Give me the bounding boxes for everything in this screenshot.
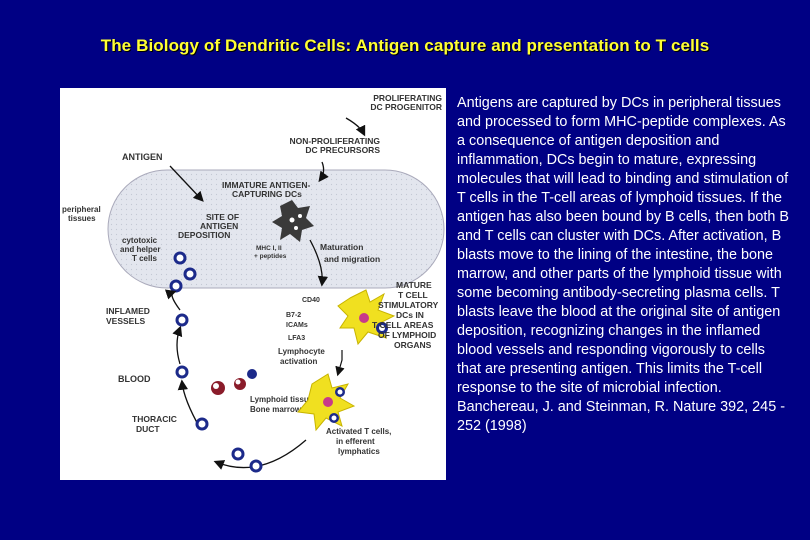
label-activated-3: lymphatics [338, 447, 380, 456]
label-mhc-2: + peptides [254, 253, 287, 260]
label-cd40: CD40 [302, 297, 320, 304]
label-mature-6: OF LYMPHOID [378, 330, 436, 340]
diagram-svg: PROLIFERATING DC PROGENITOR NON-PROLIFER… [62, 93, 445, 473]
label-cytotoxic-1: cytotoxic [122, 236, 158, 245]
label-lymphoid-2: Bone marrow [250, 405, 302, 414]
immature-dc-dot-3 [294, 226, 298, 230]
label-site-1: SITE OF [206, 212, 239, 222]
label-thoracic-1: THORACIC [132, 414, 177, 424]
label-lymphoid-1: Lymphoid tissue [250, 395, 314, 404]
label-mature-4: DCs IN [396, 310, 424, 320]
label-icams: ICAMs [286, 322, 308, 329]
label-immature-1: IMMATURE ANTIGEN- [222, 180, 310, 190]
arrow-activation [335, 350, 345, 377]
label-inflamed-1: INFLAMED [106, 306, 150, 316]
label-inflamed-2: VESSELS [106, 316, 146, 326]
label-activated-2: in efferent [336, 437, 375, 446]
description-text: Antigens are captured by DCs in peripher… [457, 95, 790, 434]
label-lymph-act-2: activation [280, 357, 317, 366]
dendritic-cell-diagram: PROLIFERATING DC PROGENITOR NON-PROLIFER… [60, 88, 446, 480]
label-mhc-1: MHC I, II [256, 245, 282, 252]
arrow-maturation [309, 239, 329, 287]
label-blood: BLOOD [118, 374, 151, 384]
label-nonproliferating-1: NON-PROLIFERATING [289, 136, 380, 146]
peripheral-tissue-band [107, 169, 445, 289]
label-cytotoxic-2: and helper [120, 245, 160, 254]
label-site-2: ANTIGEN [200, 221, 238, 231]
label-proliferating-2: DC PROGENITOR [370, 102, 442, 112]
label-mature-1: MATURE [396, 280, 432, 290]
label-mature-3: STIMULATORY [378, 300, 439, 310]
arrow-vessels-tissue [164, 289, 181, 311]
label-peripheral-2: tissues [68, 214, 96, 223]
label-peripheral-1: peripheral [62, 205, 101, 214]
slide-title: The Biology of Dendritic Cells: Antigen … [100, 36, 710, 55]
mature-dc-nucleus [359, 313, 369, 323]
arrow-blood-vessels [172, 325, 183, 365]
label-thoracic-2: DUCT [136, 424, 160, 434]
label-nonproliferating-2: DC PRECURSORS [305, 145, 380, 155]
tissue-t-cells [169, 251, 197, 293]
label-mature-7: ORGANS [394, 340, 432, 350]
b-cells [211, 369, 257, 395]
label-lymph-act-1: Lymphocyte [278, 347, 325, 356]
label-b72: B7-2 [286, 312, 301, 319]
label-maturation-2: and migration [324, 254, 380, 264]
label-immature-2: CAPTURING DCs [232, 189, 302, 199]
lymphoid-dc-nucleus [323, 397, 333, 407]
arrow-antigen [169, 165, 204, 202]
label-maturation-1: Maturation [320, 242, 363, 252]
label-antigen: ANTIGEN [122, 152, 163, 162]
label-mature-2: T CELL [398, 290, 428, 300]
label-mature-5: T CELL AREAS [372, 320, 434, 330]
label-site-3: DEPOSITION [178, 230, 230, 240]
arrow-progenitor [345, 117, 366, 137]
arrow-precursors [318, 161, 329, 183]
label-activated-1: Activated T cells, [326, 427, 391, 436]
immature-dc-dot-2 [298, 214, 302, 218]
circulating-t-cells [175, 313, 263, 473]
immature-dc-dot-1 [289, 217, 295, 223]
label-cytotoxic-3: T cells [132, 254, 157, 263]
label-lfa3: LFA3 [288, 335, 305, 342]
label-proliferating-1: PROLIFERATING [373, 93, 442, 103]
